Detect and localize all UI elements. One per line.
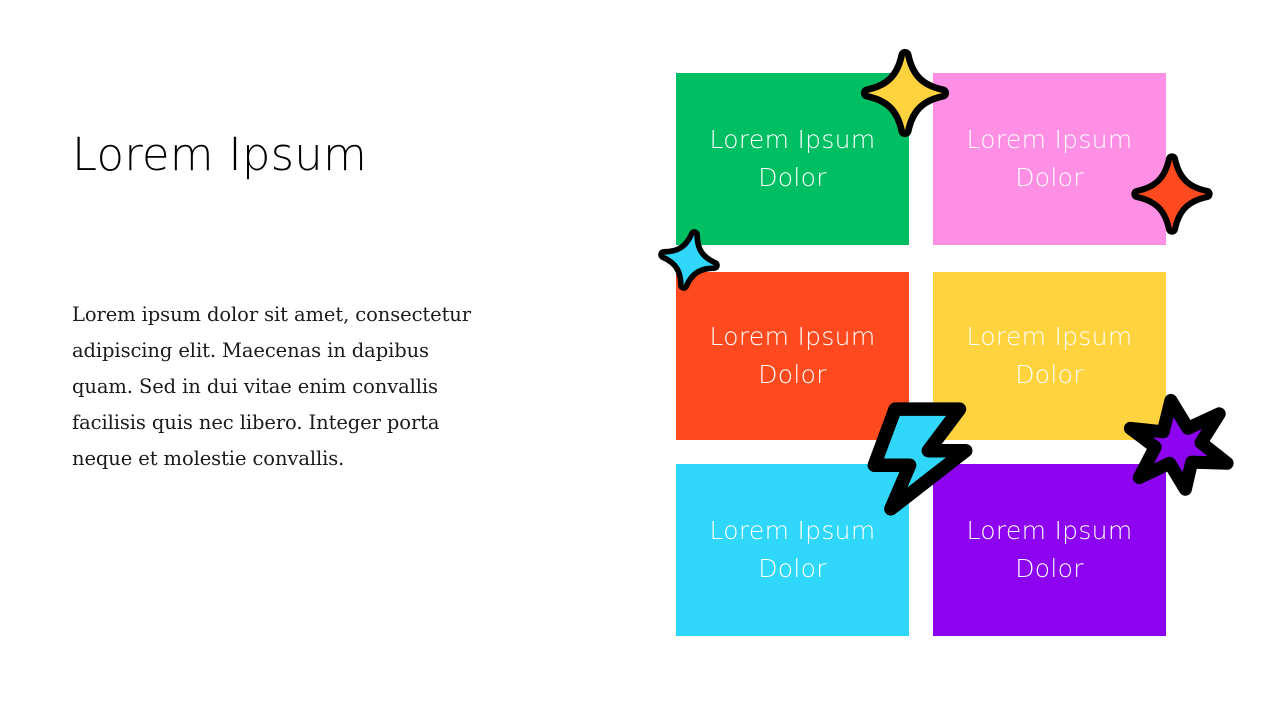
grid-tile-yellow[interactable]: Lorem Ipsum Dolor	[933, 272, 1166, 440]
body-paragraph: Lorem ipsum dolor sit amet, consectetur …	[72, 303, 471, 470]
grid-tile-pink[interactable]: Lorem Ipsum Dolor	[933, 73, 1166, 245]
tile-label: Lorem Ipsum Dolor	[709, 125, 876, 192]
tile-label: Lorem Ipsum Dolor	[709, 322, 876, 389]
text-column: Lorem Ipsum	[72, 130, 502, 180]
grid-tile-orange[interactable]: Lorem Ipsum Dolor	[676, 272, 909, 440]
tile-label: Lorem Ipsum Dolor	[966, 322, 1133, 389]
tile-label: Lorem Ipsum Dolor	[966, 125, 1133, 192]
tile-label: Lorem Ipsum Dolor	[709, 516, 876, 583]
tile-grid: Lorem Ipsum Dolor Lorem Ipsum Dolor Lore…	[676, 73, 1166, 636]
tile-label: Lorem Ipsum Dolor	[966, 516, 1133, 583]
grid-tile-purple[interactable]: Lorem Ipsum Dolor	[933, 464, 1166, 636]
page-title: Lorem Ipsum	[72, 128, 367, 181]
grid-tile-cyan[interactable]: Lorem Ipsum Dolor	[676, 464, 909, 636]
grid-tile-green[interactable]: Lorem Ipsum Dolor	[676, 73, 909, 245]
